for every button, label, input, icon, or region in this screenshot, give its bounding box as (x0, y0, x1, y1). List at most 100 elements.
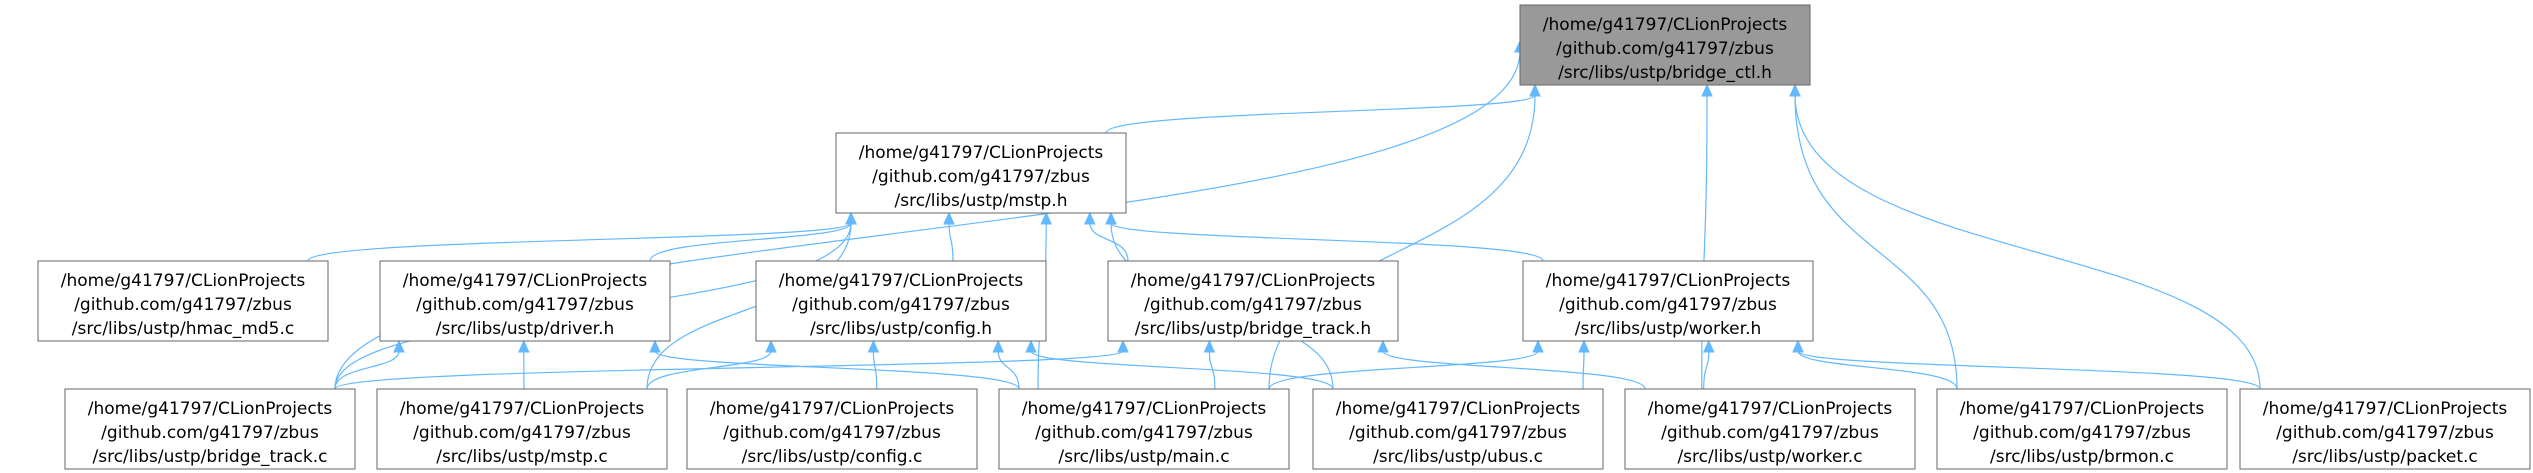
node-packet-c[interactable]: /home/g41797/CLionProjects/github.com/g4… (2239, 388, 2531, 470)
node-box (1107, 260, 1399, 342)
node-driver-h[interactable]: /home/g41797/CLionProjects/github.com/g4… (379, 260, 671, 342)
node-label-line: /github.com/g41797/zbus (1144, 295, 1362, 315)
edge-bridge_track_c-to-driver_h (334, 350, 400, 390)
node-label-line: /src/libs/ustp/worker.c (1677, 447, 1862, 467)
node-worker-c[interactable]: /home/g41797/CLionProjects/github.com/g4… (1624, 388, 1916, 470)
node-box (835, 132, 1127, 214)
node-label-line: /github.com/g41797/zbus (2276, 423, 2494, 443)
node-label-line: /home/g41797/CLionProjects (1960, 399, 2205, 419)
arrowhead-ubus_c-to-mstp_h (1105, 211, 1117, 225)
arrowhead-config_c-to-config_h (867, 339, 880, 353)
node-bridge-track-c[interactable]: /home/g41797/CLionProjects/github.com/g4… (64, 388, 356, 470)
node-label-line: /github.com/g41797/zbus (1559, 295, 1777, 315)
edge-worker_c-to-worker_h (1703, 350, 1710, 390)
node-label-line: /home/g41797/CLionProjects (1546, 271, 1791, 291)
node-label-line: /src/libs/ustp/config.h (810, 319, 992, 339)
edge-ubus_c-to-config_h (1030, 350, 1334, 390)
node-box (1312, 388, 1604, 470)
node-label-line: /src/libs/ustp/hmac_md5.c (72, 319, 294, 339)
node-label-line: /home/g41797/CLionProjects (1648, 399, 1893, 419)
arrowhead-main_c-to-bridge_track_h (1203, 339, 1216, 353)
node-label-line: /github.com/g41797/zbus (1973, 423, 2191, 443)
node-bridge-track-h[interactable]: /home/g41797/CLionProjects/github.com/g4… (1107, 260, 1399, 342)
node-label-line: /home/g41797/CLionProjects (1543, 15, 1788, 35)
edge-main_c-to-driver_h (654, 350, 1020, 390)
node-config-c[interactable]: /home/g41797/CLionProjects/github.com/g4… (686, 388, 978, 470)
edge-bridge_track_c-to-bridge_track_h (334, 350, 1124, 390)
edge-main_c-to-bridge_track_h (1208, 350, 1216, 390)
node-ubus-c[interactable]: /home/g41797/CLionProjects/github.com/g4… (1312, 388, 1604, 470)
node-mstp-h[interactable]: /home/g41797/CLionProjects/github.com/g4… (835, 132, 1127, 214)
node-label-line: /github.com/g41797/zbus (413, 423, 631, 443)
arrowhead-worker_c-to-worker_h (1703, 339, 1715, 353)
arrowhead-main_c-to-worker_h (1532, 339, 1544, 353)
node-box (376, 388, 668, 470)
edge-worker_c-to-bridge_track_h (1382, 350, 1646, 390)
node-label-line: /home/g41797/CLionProjects (2263, 399, 2508, 419)
arrowhead-config_h-to-mstp_h (943, 211, 955, 225)
node-worker-h[interactable]: /home/g41797/CLionProjects/github.com/g4… (1522, 260, 1814, 342)
node-label-line: /src/libs/ustp/bridge_track.c (93, 447, 328, 467)
node-label-line: /github.com/g41797/zbus (723, 423, 941, 443)
arrowhead-mstp_c-to-driver_h (518, 339, 530, 353)
node-box (2239, 388, 2531, 470)
node-label-line: /src/libs/ustp/mstp.c (436, 447, 608, 467)
node-label-line: /src/libs/ustp/mstp.h (895, 191, 1068, 211)
node-box (379, 260, 671, 342)
edge-mstp_c-to-mstp_h (646, 222, 852, 390)
node-brmon-c[interactable]: /home/g41797/CLionProjects/github.com/g4… (1936, 388, 2228, 470)
edge-main_c-to-bridge_ctl_h (1268, 94, 1536, 390)
arrowhead-ubus_c-to-worker_h (1578, 339, 1590, 353)
node-box (37, 260, 329, 342)
edge-brmon_c-to-bridge_ctl_h (1794, 94, 1958, 390)
node-label-line: /home/g41797/CLionProjects (1131, 271, 1376, 291)
edge-ubus_c-to-worker_h (1582, 350, 1585, 390)
node-label-line: /github.com/g41797/zbus (74, 295, 292, 315)
edge-bridge_track_h-to-mstp_h (1089, 222, 1129, 262)
edge-config_h-to-mstp_h (948, 222, 954, 262)
node-label-line: /src/libs/ustp/bridge_track.h (1135, 319, 1371, 339)
node-mstp-c[interactable]: /home/g41797/CLionProjects/github.com/g4… (376, 388, 668, 470)
arrowhead-bridge_track_c-to-driver_h (393, 339, 405, 353)
node-label-line: /home/g41797/CLionProjects (710, 399, 955, 419)
node-label-line: /home/g41797/CLionProjects (1336, 399, 1581, 419)
node-label-line: /github.com/g41797/zbus (872, 167, 1090, 187)
node-label-line: /home/g41797/CLionProjects (1022, 399, 1267, 419)
arrowhead-main_c-to-mstp_h (1040, 211, 1052, 225)
edge-packet_c-to-worker_h (1797, 350, 2261, 390)
node-label-line: /github.com/g41797/zbus (1035, 423, 1253, 443)
node-main-c[interactable]: /home/g41797/CLionProjects/github.com/g4… (998, 388, 1290, 470)
arrowhead-mstp_c-to-mstp_h (845, 211, 857, 225)
arrowhead-ubus_c-to-config_h (1025, 339, 1037, 353)
edge-driver_h-to-mstp_h (649, 222, 852, 262)
node-label-line: /github.com/g41797/zbus (792, 295, 1010, 315)
node-box (1519, 4, 1811, 86)
node-label-line: /home/g41797/CLionProjects (403, 271, 648, 291)
node-box (1522, 260, 1814, 342)
arrowhead-bridge_track_c-to-bridge_track_h (1117, 339, 1129, 353)
node-box (998, 388, 1290, 470)
edge-main_c-to-config_h (997, 350, 1020, 390)
node-label-line: /github.com/g41797/zbus (416, 295, 634, 315)
node-label-line: /home/g41797/CLionProjects (61, 271, 306, 291)
node-config-h[interactable]: /home/g41797/CLionProjects/github.com/g4… (755, 260, 1047, 342)
edge-main_c-to-worker_h (1268, 350, 1539, 390)
edge-brmon_c-to-worker_h (1797, 350, 1958, 390)
arrowhead-main_c-to-driver_h (649, 339, 661, 353)
node-box (686, 388, 978, 470)
node-label-line: /github.com/g41797/zbus (1349, 423, 1567, 443)
node-hmac-md5-c[interactable]: /home/g41797/CLionProjects/github.com/g4… (37, 260, 329, 342)
edge-config_c-to-config_h (872, 350, 878, 390)
node-label-line: /home/g41797/CLionProjects (779, 271, 1024, 291)
arrowhead-main_c-to-bridge_ctl_h (1529, 83, 1541, 97)
arrowhead-mstp_c-to-config_h (765, 339, 777, 353)
node-label-line: /src/libs/ustp/main.c (1058, 447, 1229, 467)
arrowhead-worker_c-to-bridge_track_h (1377, 339, 1389, 353)
node-box (64, 388, 356, 470)
node-box (1624, 388, 1916, 470)
arrowhead-packet_c-to-bridge_ctl_h (1789, 83, 1801, 97)
node-bridge-ctl-h[interactable]: /home/g41797/CLionProjects/github.com/g4… (1519, 4, 1811, 86)
node-label-line: /src/libs/ustp/driver.h (436, 319, 615, 339)
arrowhead-packet_c-to-worker_h (1792, 339, 1804, 353)
edge-worker_h-to-mstp_h (1110, 222, 1544, 262)
